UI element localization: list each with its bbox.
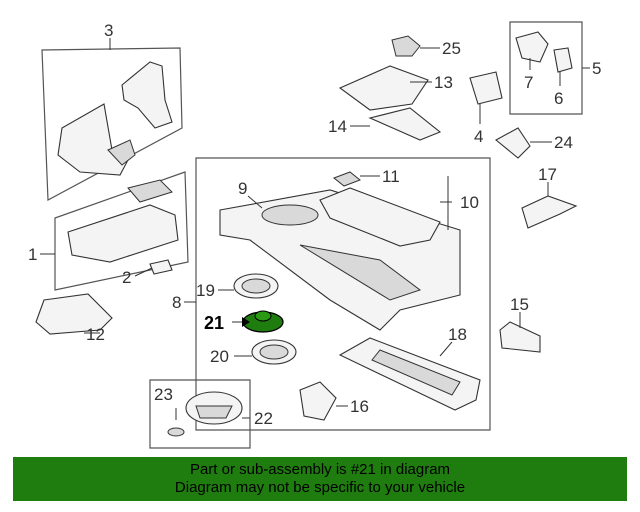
callout-10: 10 bbox=[460, 193, 479, 212]
part-5-group: 7 6 5 bbox=[509, 21, 601, 115]
part-13: 13 bbox=[338, 65, 453, 111]
info-banner: Part or sub-assembly is #21 in diagram D… bbox=[13, 457, 627, 501]
part-16: 16 bbox=[299, 381, 369, 421]
part-15: 15 bbox=[499, 295, 541, 353]
callout-14: 14 bbox=[328, 117, 347, 136]
part-21-highlighted[interactable]: 21 bbox=[204, 310, 284, 333]
part-12: 12 bbox=[35, 293, 113, 344]
callout-9: 9 bbox=[238, 179, 247, 198]
callout-13: 13 bbox=[434, 73, 453, 92]
part-22-group: 23 22 bbox=[149, 379, 273, 449]
callout-6: 6 bbox=[554, 89, 563, 108]
callout-19: 19 bbox=[196, 281, 215, 300]
banner-line-2: Diagram may not be specific to your vehi… bbox=[174, 479, 466, 496]
callout-2: 2 bbox=[122, 268, 131, 287]
part-14: 14 bbox=[328, 107, 442, 141]
callout-25: 25 bbox=[442, 39, 461, 58]
callout-4: 4 bbox=[474, 127, 483, 146]
banner-line-1: Part or sub-assembly is #21 in diagram bbox=[189, 461, 451, 478]
part-24: 24 bbox=[495, 127, 573, 159]
part-8-group: 8 9 10 11 19 21 20 bbox=[172, 157, 491, 431]
part-3-group: 3 bbox=[41, 21, 183, 201]
callout-23: 23 bbox=[154, 385, 173, 404]
callout-12: 12 bbox=[86, 325, 105, 344]
callout-15: 15 bbox=[510, 295, 529, 314]
part-1-group: 1 2 bbox=[28, 171, 189, 291]
callout-3: 3 bbox=[104, 21, 113, 40]
callout-22: 22 bbox=[254, 409, 273, 428]
callout-5: 5 bbox=[592, 59, 601, 78]
callout-21: 21 bbox=[204, 313, 224, 333]
callout-24: 24 bbox=[554, 133, 573, 152]
callout-20: 20 bbox=[210, 347, 229, 366]
callout-16: 16 bbox=[350, 397, 369, 416]
callout-11: 11 bbox=[382, 167, 400, 186]
callout-18: 18 bbox=[448, 325, 467, 344]
callout-1: 1 bbox=[28, 245, 37, 264]
callout-8: 8 bbox=[172, 293, 181, 312]
part-17: 17 bbox=[521, 165, 578, 229]
callout-7: 7 bbox=[524, 73, 533, 92]
part-25: 25 bbox=[391, 35, 461, 58]
callout-17: 17 bbox=[538, 165, 557, 184]
part-4: 4 bbox=[469, 71, 503, 146]
